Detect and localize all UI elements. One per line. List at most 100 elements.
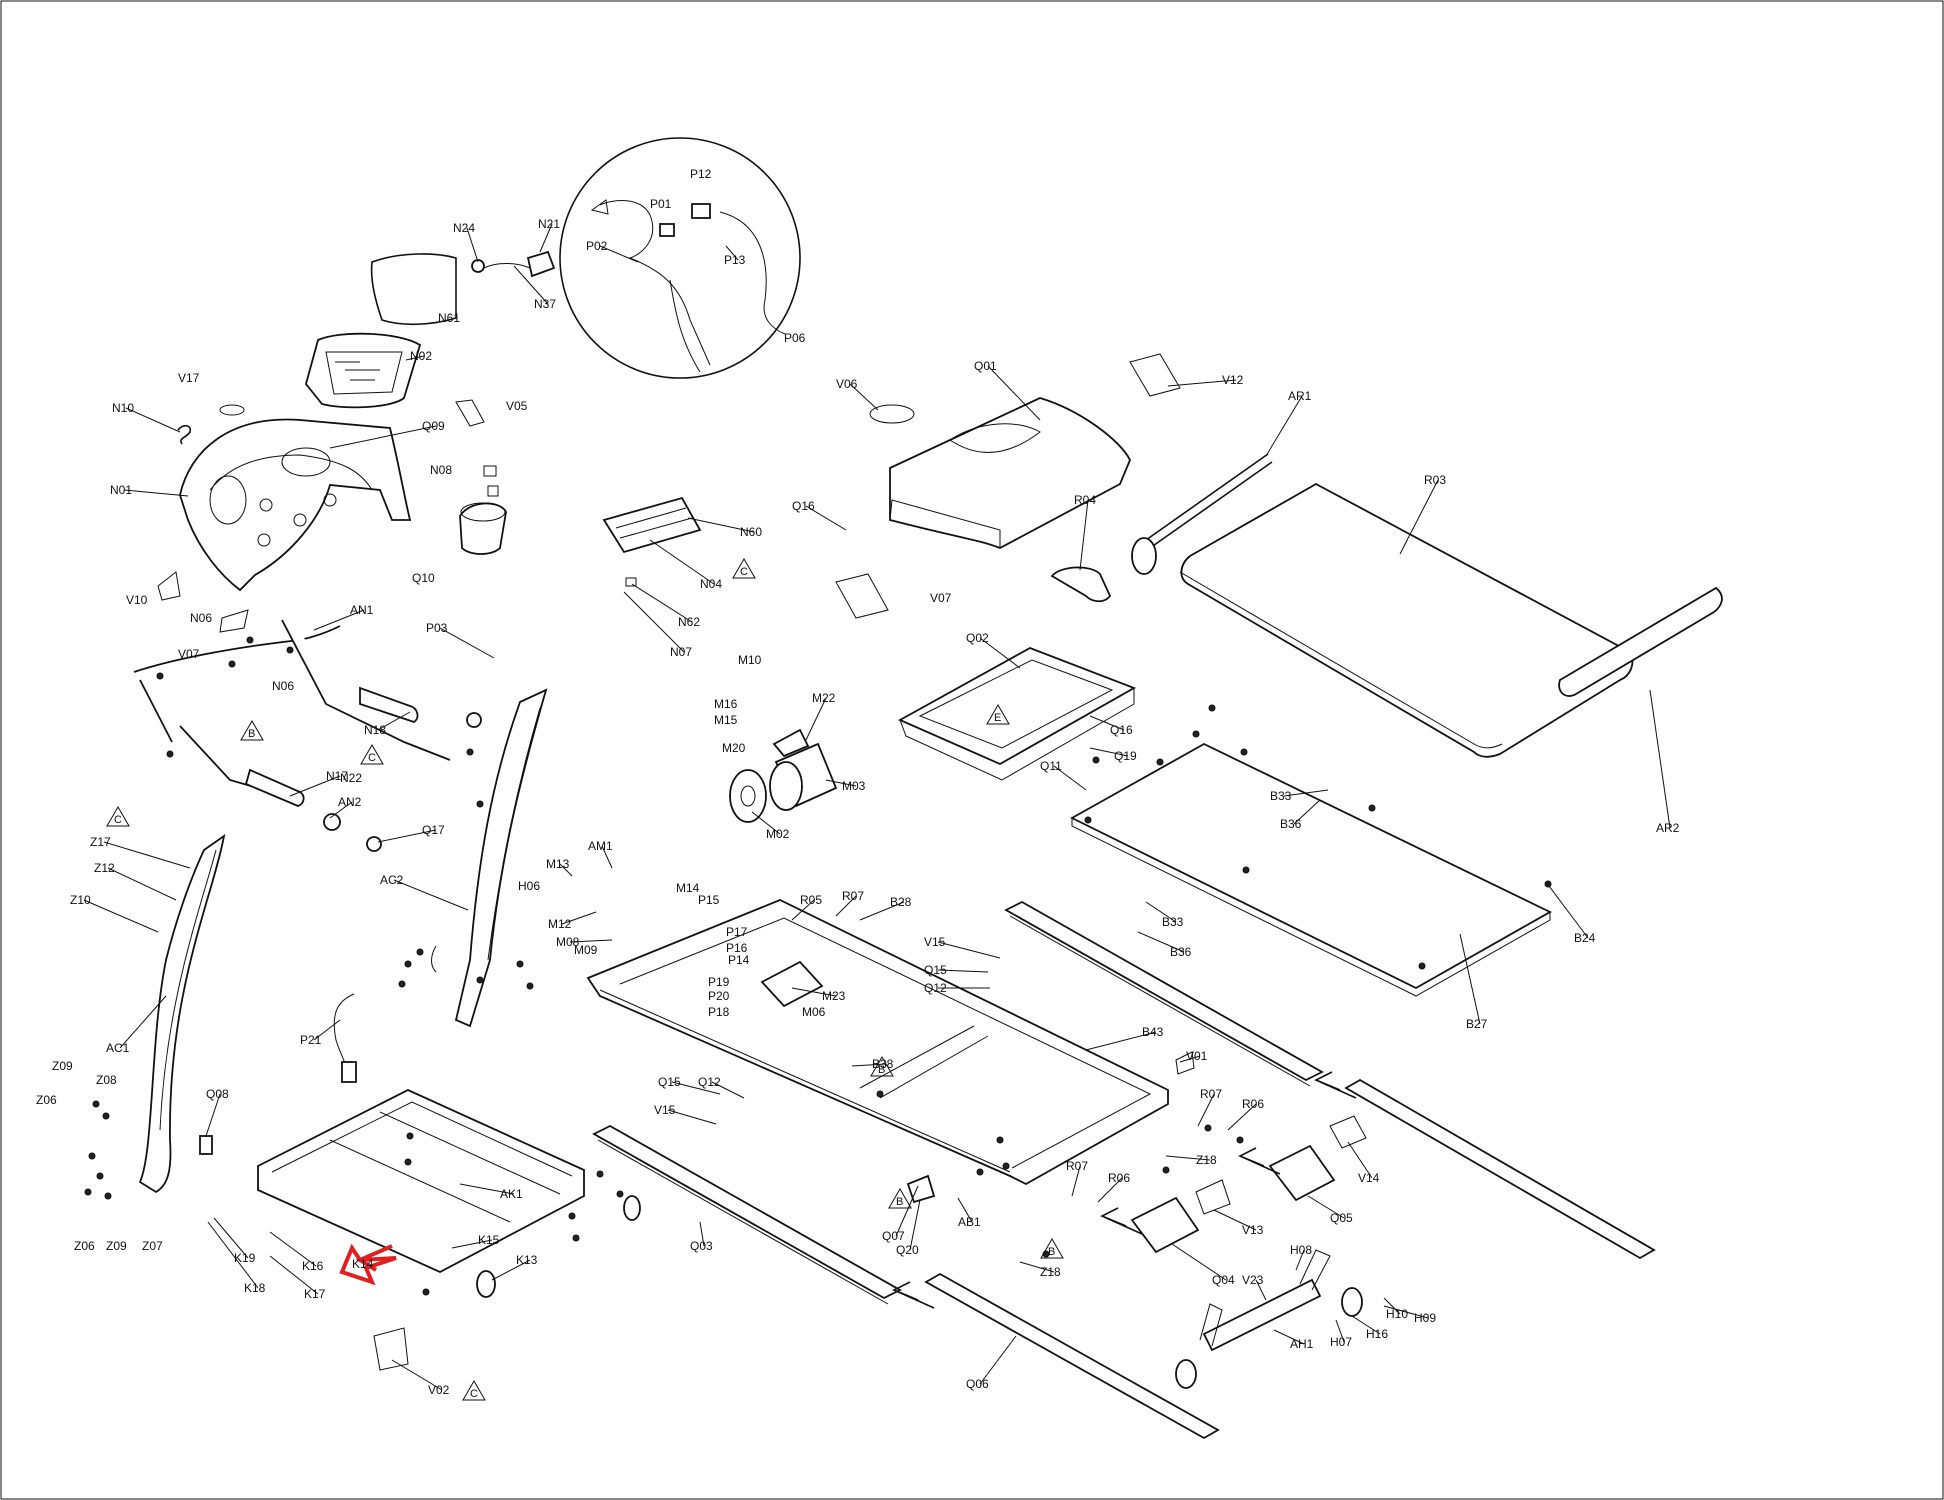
- label-r07b: R07: [1200, 1087, 1222, 1101]
- label-h07: H07: [1330, 1335, 1352, 1349]
- label-q17: Q17: [422, 823, 445, 837]
- label-q20: Q20: [896, 1243, 919, 1257]
- label-p17: P17: [726, 925, 748, 939]
- label-v07a: V07: [178, 647, 200, 661]
- part-n62: [625, 577, 637, 587]
- running-belt-r03: [1180, 482, 1634, 758]
- label-m22: M22: [812, 691, 836, 705]
- leader-p03: [439, 627, 495, 659]
- label-v01: V01: [1186, 1049, 1208, 1063]
- label-r05a: R05: [800, 893, 822, 907]
- leader-n07: [623, 591, 685, 653]
- label-q07: Q07: [882, 1229, 905, 1243]
- motor-tray: [897, 647, 1137, 781]
- fastener: [1242, 866, 1250, 874]
- fastener: [1204, 1124, 1212, 1132]
- fastener: [526, 982, 534, 990]
- part-an2: [323, 813, 341, 831]
- leader-k18: [207, 1221, 259, 1289]
- label-m13: M13: [546, 857, 570, 871]
- leader-p13: [725, 245, 739, 261]
- endcap-q05: [1268, 1144, 1336, 1202]
- label-m23: M23: [822, 989, 846, 1003]
- leader-ab1: [957, 1197, 973, 1223]
- leader-b33a: [1283, 789, 1329, 797]
- rear-roller-ar2: [1558, 586, 1723, 697]
- label-n37: N37: [534, 297, 556, 311]
- label-k19: K19: [234, 1251, 256, 1265]
- leader-p21: [313, 1019, 341, 1041]
- leader-m03: [825, 779, 857, 787]
- label-n07: N07: [670, 645, 692, 659]
- leader-v15b: [667, 1109, 717, 1125]
- label-n06a: N06: [190, 611, 212, 625]
- leader-k17: [269, 1255, 319, 1295]
- overlay-n61: [370, 253, 457, 326]
- label-m03: M03: [842, 779, 866, 793]
- label-p15: P15: [698, 893, 720, 907]
- fasteners: [84, 636, 1552, 1296]
- label-q12b: Q12: [698, 1075, 721, 1089]
- leader-z18a: [1165, 1155, 1211, 1161]
- leader-ar1: [1265, 395, 1303, 457]
- part-q07: [906, 1174, 936, 1204]
- label-b36a: B36: [1280, 817, 1302, 831]
- leader-q20: [909, 1199, 921, 1251]
- cover-m23: [760, 960, 824, 1008]
- base-frame: [199, 1061, 641, 1298]
- label-p21: P21: [300, 1033, 322, 1047]
- label-ar1: AR1: [1288, 389, 1312, 403]
- label-p19: P19: [708, 975, 730, 989]
- fastener: [404, 1158, 412, 1166]
- leader-h07: [1335, 1319, 1345, 1343]
- label-an2: AN2: [338, 795, 362, 809]
- label-q12a: Q12: [924, 981, 947, 995]
- leader-b38: [851, 1063, 887, 1067]
- label-p16: P16: [726, 941, 748, 955]
- label-q03: Q03: [690, 1239, 713, 1253]
- fastener: [976, 1168, 984, 1176]
- marker-b1: B: [240, 720, 264, 741]
- fastener: [286, 646, 294, 654]
- label-r06b: R06: [1108, 1171, 1130, 1185]
- label-h16: H16: [1366, 1327, 1388, 1341]
- leader-n60: [687, 517, 755, 533]
- leader-m23: [791, 987, 837, 997]
- rear-assembly: [373, 1051, 1367, 1389]
- label-k13: K13: [516, 1253, 538, 1267]
- fastener: [1236, 1136, 1244, 1144]
- fastener: [1156, 758, 1164, 766]
- cup-holder-q10: [459, 502, 507, 555]
- fastener: [92, 1100, 100, 1108]
- fastener: [466, 748, 474, 756]
- fastener: [1192, 730, 1200, 738]
- leader-n21: [539, 223, 553, 253]
- arrow-3: [1100, 1207, 1143, 1235]
- label-z10: Z10: [70, 893, 91, 907]
- leader-b36a: [1293, 799, 1321, 825]
- fastener: [616, 1190, 624, 1198]
- rail-upper: [1004, 900, 1324, 1082]
- bracket-m20: [772, 728, 810, 758]
- label-m02: M02: [766, 827, 790, 841]
- label-z18a: Z18: [1196, 1153, 1217, 1167]
- label-z06a: Z06: [36, 1093, 57, 1107]
- label-b24: B24: [1574, 931, 1596, 945]
- leader-z10: [83, 899, 159, 933]
- leader-m02: [751, 811, 781, 835]
- leader-r05a: [791, 899, 815, 921]
- main-frame: [586, 899, 1169, 1186]
- label-v23: V23: [1242, 1273, 1264, 1287]
- fastener: [104, 1192, 112, 1200]
- leader-m22: [805, 697, 827, 741]
- label-p12: P12: [690, 167, 712, 181]
- label-v17: V17: [178, 371, 200, 385]
- marker-c1: C: [732, 558, 756, 579]
- highlight-arrow: [339, 1243, 397, 1286]
- leader-q08: [205, 1093, 221, 1137]
- marker-triangle: [986, 704, 1010, 725]
- leader-q15a: [937, 969, 989, 973]
- label-m08: M08: [556, 935, 580, 949]
- label-z08: Z08: [96, 1073, 117, 1087]
- leader-r03: [1399, 479, 1439, 555]
